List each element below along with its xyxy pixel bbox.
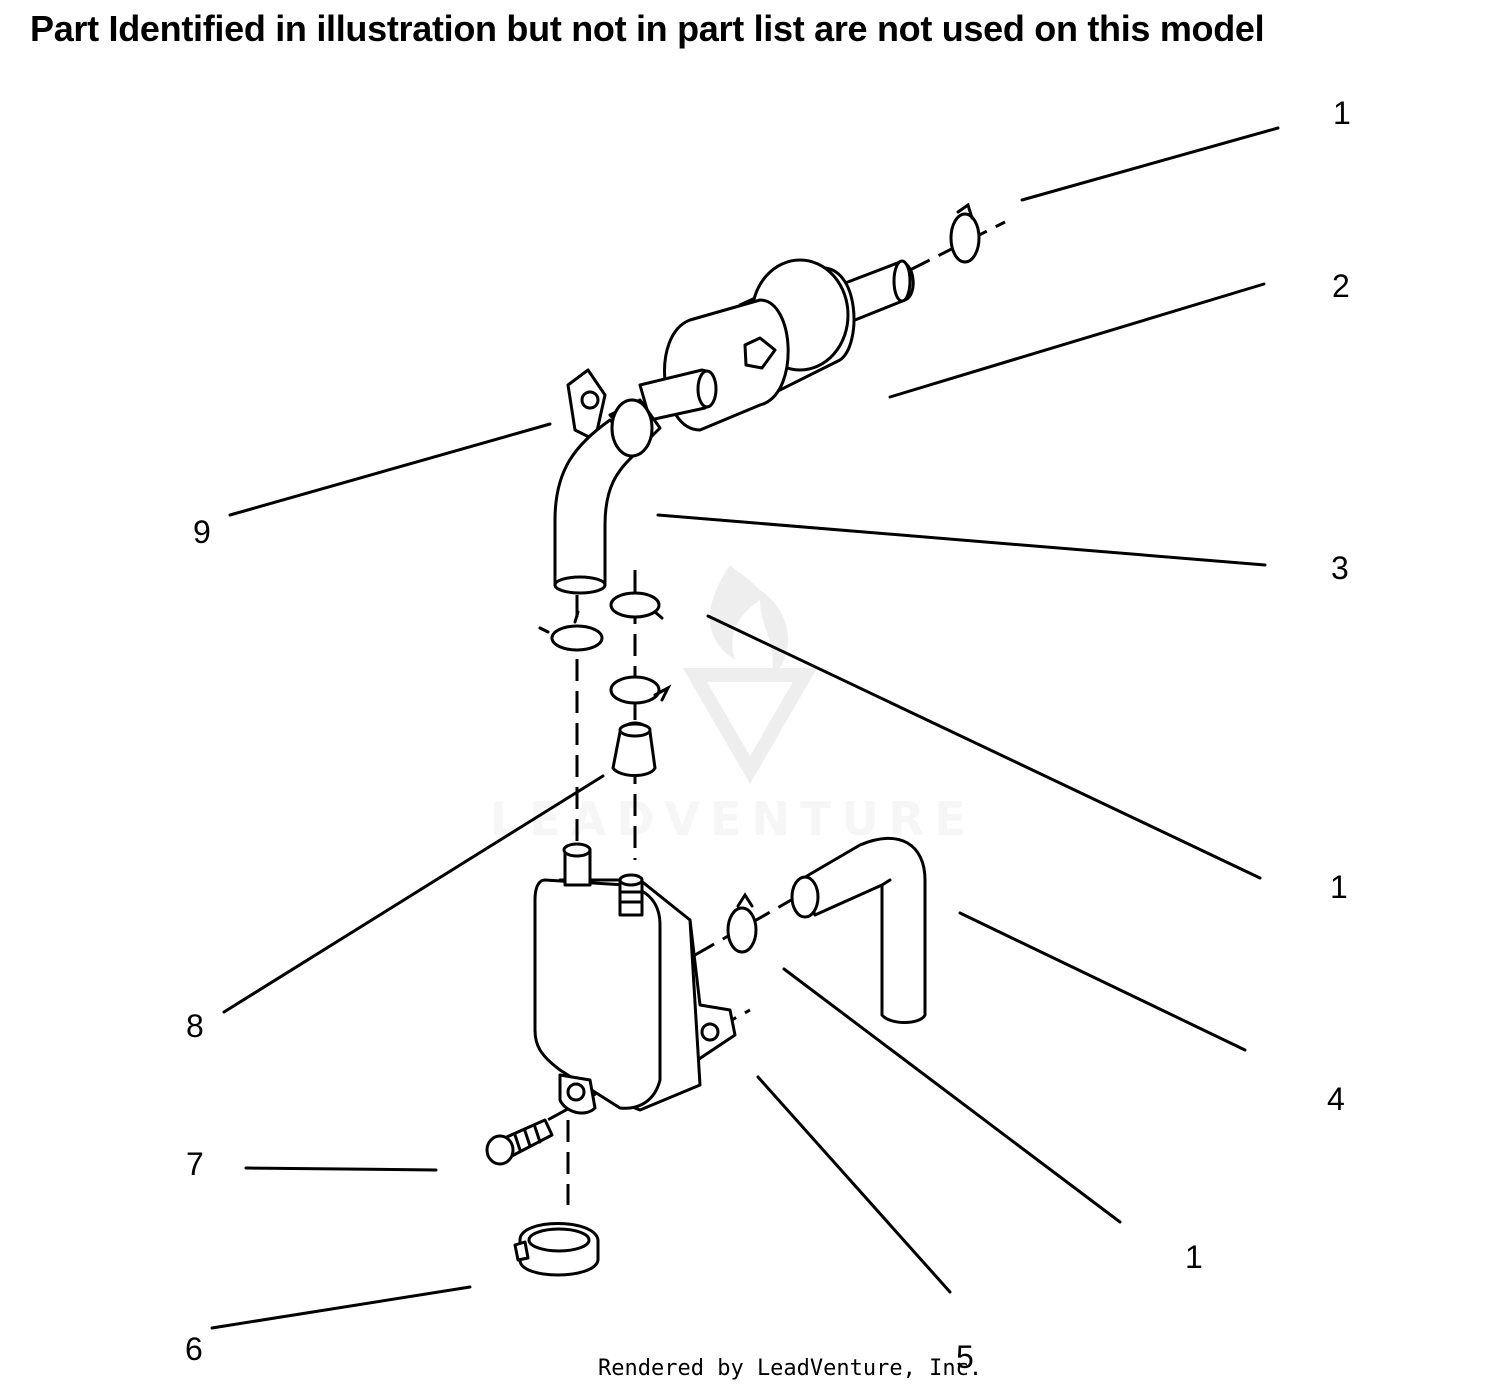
elbow-hose <box>553 398 662 595</box>
leader-1-mid <box>706 614 1262 880</box>
callout-numbers: 1 2 3 9 1 8 4 7 1 6 5 <box>185 95 1351 1375</box>
fuel-filter <box>638 258 915 432</box>
leader-1-bottom <box>782 967 1122 1224</box>
clamp-upper-right <box>609 591 664 620</box>
callout-2: 2 <box>1332 268 1350 304</box>
hose-clamps <box>538 202 981 954</box>
leader-9 <box>228 422 552 517</box>
mounting-screw <box>485 1118 554 1166</box>
clamp-top <box>949 202 981 264</box>
callout-1-bottom: 1 <box>1185 1239 1203 1275</box>
callout-4: 4 <box>1327 1081 1345 1117</box>
leader-8 <box>222 774 605 1014</box>
callout-9: 9 <box>193 514 211 550</box>
callout-1-top: 1 <box>1333 95 1351 131</box>
clamp-upper-left <box>538 610 604 652</box>
callout-3: 3 <box>1331 550 1349 586</box>
leader-5 <box>756 1075 952 1294</box>
clamp-middle <box>609 675 672 705</box>
leader-1-top <box>1020 126 1280 202</box>
leader-6 <box>210 1285 472 1330</box>
callout-6: 6 <box>185 1331 203 1367</box>
leader-4 <box>958 911 1247 1052</box>
leader-2 <box>888 282 1266 399</box>
render-credit: Rendered by LeadVenture, Inc. <box>598 1356 983 1381</box>
diagram-note: Part Identified in illustration but not … <box>30 8 1265 49</box>
clamp-lower <box>726 892 758 954</box>
vacuum-cap <box>611 721 657 777</box>
mounting-bracket <box>566 368 607 442</box>
watermark: LEADVENTURE <box>490 565 966 846</box>
callout-7: 7 <box>186 1146 204 1182</box>
fuel-pump <box>533 842 737 1115</box>
callout-5: 5 <box>956 1339 974 1375</box>
band-clamp <box>513 1222 600 1277</box>
leader-7 <box>244 1166 438 1172</box>
leader-lines <box>210 126 1280 1330</box>
l-shaped-hose <box>790 836 927 1024</box>
callout-1-mid: 1 <box>1330 869 1348 905</box>
callout-8: 8 <box>186 1008 204 1044</box>
leader-3 <box>656 513 1267 567</box>
